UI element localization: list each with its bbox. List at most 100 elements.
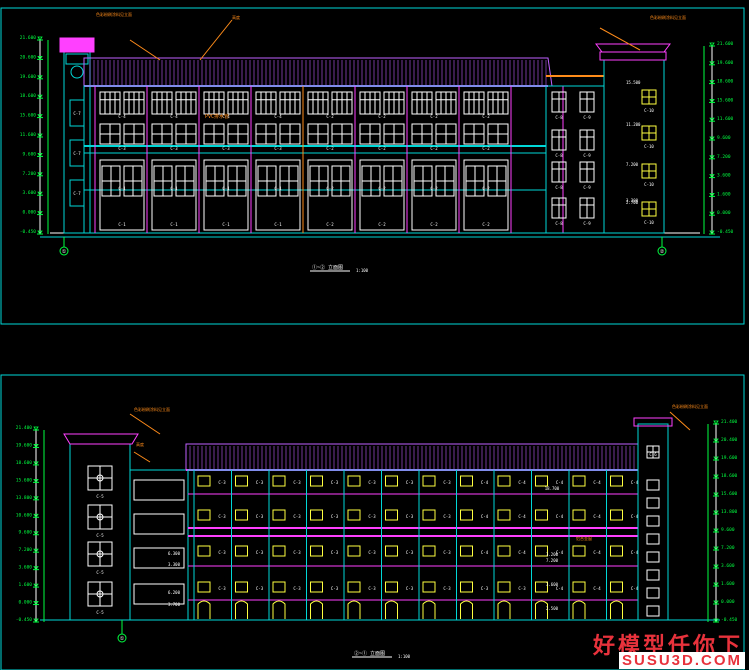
elevation-mark: 2.700 xyxy=(626,200,639,205)
elevation-label: 7.200 xyxy=(721,545,735,551)
elevation-label: -0.450 xyxy=(20,229,37,235)
window-label: C-3 xyxy=(218,586,226,591)
arched-door xyxy=(347,600,361,619)
right-tower xyxy=(637,423,669,621)
window-pane xyxy=(610,581,623,593)
main-body xyxy=(187,469,639,621)
arched-door xyxy=(235,600,248,619)
tower-window-label: C-10 xyxy=(644,144,654,149)
tower-window-label: C-5 xyxy=(96,610,104,615)
tower-window-label: C-10 xyxy=(644,108,654,113)
elevation-label: 0.000 xyxy=(22,210,36,216)
elevation-marker xyxy=(33,444,39,449)
window-pane xyxy=(610,509,623,521)
window-pane xyxy=(235,475,248,487)
callout-text: 高度 xyxy=(232,14,240,20)
elevation-label: 9.600 xyxy=(22,151,36,157)
window-pane xyxy=(347,581,361,593)
elevation-mark: 6.200 xyxy=(168,590,181,595)
tower-window-label: C-10 xyxy=(644,182,654,187)
tower-window xyxy=(646,587,660,599)
elevation-label: -0.450 xyxy=(721,617,738,623)
window-label: C-3 xyxy=(406,514,414,519)
callout-leader xyxy=(133,451,151,463)
window-label: C-3 xyxy=(256,514,264,519)
window-label: C-3 xyxy=(406,550,414,555)
elevation-marker xyxy=(713,546,719,551)
elevation-marker xyxy=(709,80,715,85)
elevation-label: 18.600 xyxy=(721,473,738,479)
elevation-marker xyxy=(709,61,715,66)
window-label: C-3 xyxy=(218,480,226,485)
window-pane xyxy=(197,475,211,487)
arched-door xyxy=(497,600,511,619)
elevation-mark: 7.200 xyxy=(626,162,639,167)
elevation-label: 13.800 xyxy=(721,509,738,515)
window-label: C-4 xyxy=(593,550,601,555)
watermark: 好模型任你下 SUSU3D.COM xyxy=(593,628,747,670)
axis-label: ② xyxy=(660,249,665,255)
window-pane xyxy=(347,509,361,521)
elevation-label: 11.600 xyxy=(717,116,734,122)
elevation-mark: 3.300 xyxy=(168,562,181,567)
elevation-marker xyxy=(33,548,39,553)
window-label: C-4 xyxy=(222,114,230,119)
window-label: C-3 xyxy=(118,146,126,151)
window-pane xyxy=(460,509,473,521)
window-label: C-3 xyxy=(293,514,301,519)
elevation-label: -0.450 xyxy=(717,229,734,235)
window-pane xyxy=(497,545,511,557)
window-pane xyxy=(535,475,548,487)
tower-window-label: C-5 xyxy=(96,494,104,499)
top-elevation: C-7C-7C-7C-4C-3C-1C-1C-4C-3C-1C-1C-4C-3C… xyxy=(20,11,734,273)
left-wing xyxy=(129,469,189,621)
right-tower-cap xyxy=(633,417,673,427)
elevation-marker xyxy=(37,75,43,80)
window-pane xyxy=(272,475,286,487)
callout-leader xyxy=(669,411,691,431)
elevation-marker xyxy=(713,492,719,497)
window-label: C-2 xyxy=(326,114,334,119)
wing-window xyxy=(133,547,185,569)
elevation-label: 7.200 xyxy=(22,171,36,177)
callout-text: 色彩粉刷涂料见立面 xyxy=(134,406,170,412)
elevation-marker xyxy=(709,99,715,104)
window-label: C-3 xyxy=(222,146,230,151)
window-label: C-3 xyxy=(256,586,264,591)
window-label: C-3 xyxy=(443,480,451,485)
window-label: C-3 xyxy=(368,550,376,555)
storefront xyxy=(151,159,197,231)
elevation-marker xyxy=(33,513,39,518)
tower-window xyxy=(646,551,660,563)
elevation-label: 3.600 xyxy=(717,173,731,179)
elevation-marker xyxy=(33,531,39,536)
tower-window-label: C-10 xyxy=(644,220,654,225)
tower-ornament xyxy=(96,550,104,558)
elevation-marker xyxy=(37,172,43,177)
elevation-mark: 11.200 xyxy=(626,122,641,127)
window-pane xyxy=(422,581,436,593)
window-pane xyxy=(272,545,286,557)
elevation-marker xyxy=(709,211,715,216)
elevation-marker xyxy=(33,478,39,484)
window-label: C-3 xyxy=(218,550,226,555)
window-label: C-2 xyxy=(430,146,438,151)
wing-window xyxy=(133,513,185,535)
left-tower-parapet xyxy=(65,53,89,65)
storefront xyxy=(99,159,145,231)
tower-window-label: C-5 xyxy=(96,570,104,575)
tower-window xyxy=(646,515,660,527)
window-label: C-2 xyxy=(326,222,334,227)
tower-window xyxy=(646,605,660,617)
elevation-label: 18.600 xyxy=(16,460,33,466)
window-label: C-3 xyxy=(256,480,264,485)
window-pane xyxy=(385,581,398,593)
elevation-marker xyxy=(713,564,719,569)
elevation-label: 7.200 xyxy=(18,547,32,553)
window-label: C-2 xyxy=(430,222,438,227)
bottom-sheet-border xyxy=(0,374,745,670)
window-label: C-1 xyxy=(222,186,230,191)
window-label: C-2 xyxy=(378,114,386,119)
window-pane xyxy=(235,545,248,557)
tower-window xyxy=(646,569,660,581)
